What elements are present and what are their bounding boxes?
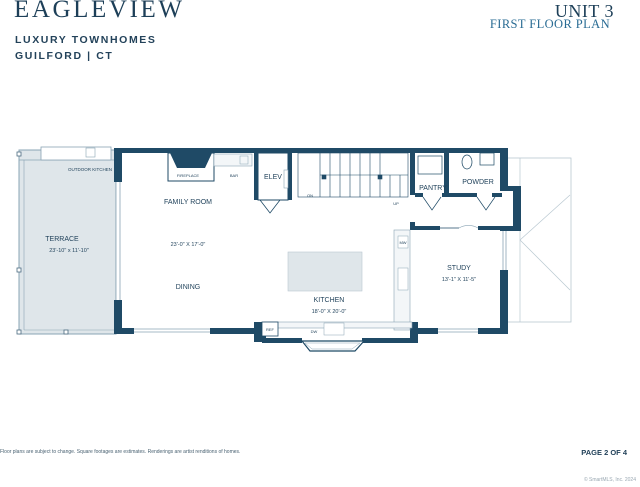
study-label: STUDY — [447, 265, 471, 272]
dining-label: DINING — [176, 284, 201, 291]
brand-name: EAGLEVIEW — [14, 0, 185, 23]
dishwasher-label: DW — [311, 329, 318, 334]
elevator — [257, 152, 289, 214]
side-deck — [504, 157, 572, 323]
windows — [115, 182, 507, 333]
floor-title: FIRST FLOOR PLAN — [489, 17, 610, 31]
kitchen-island — [287, 251, 363, 292]
location: GUILFORD | CT — [15, 50, 114, 62]
outdoor-kitchen-label: OUTDOOR KITCHEN — [68, 167, 112, 172]
stair-on-label: ON — [307, 193, 313, 198]
pantry-label: PANTRY — [419, 185, 447, 192]
family-room-label: FAMILY ROOM — [164, 199, 212, 206]
kitchen-label: KITCHEN — [314, 297, 345, 304]
kitchen-dims: 18'-0" X 20'-0" — [312, 309, 347, 315]
study-dims: 13'-1" X 11'-5" — [442, 277, 476, 283]
terrace — [16, 146, 117, 335]
terrace-dims: 23'-10" x 11'-10" — [49, 248, 89, 254]
refrigerator-label: REF — [266, 327, 275, 332]
bar-label: BAR — [230, 173, 238, 178]
elevator-label: ELEV — [264, 174, 282, 181]
fireplace — [167, 152, 253, 182]
bay-window — [300, 340, 366, 352]
watermark: © SmartMLS, Inc. 2024 — [583, 477, 636, 483]
unit-title: UNIT 3 — [554, 1, 614, 21]
powder-label: POWDER — [462, 179, 494, 186]
fireplace-label: FIREPLACE — [177, 173, 200, 178]
powder-fixtures — [417, 152, 496, 211]
tagline: LUXURY TOWNHOMES — [15, 34, 157, 46]
microwave-label: MW — [399, 240, 406, 245]
staircase — [297, 152, 409, 198]
disclaimer: Floor plans are subject to change. Squar… — [0, 449, 241, 455]
page-number: PAGE 2 OF 4 — [581, 448, 627, 457]
terrace-label: TERRACE — [45, 236, 79, 243]
kitchen — [261, 229, 413, 337]
stair-up-label: UP — [393, 201, 399, 206]
great-room-dims: 23'-0" X 17'-0" — [171, 242, 206, 248]
interior-walls — [254, 150, 504, 230]
